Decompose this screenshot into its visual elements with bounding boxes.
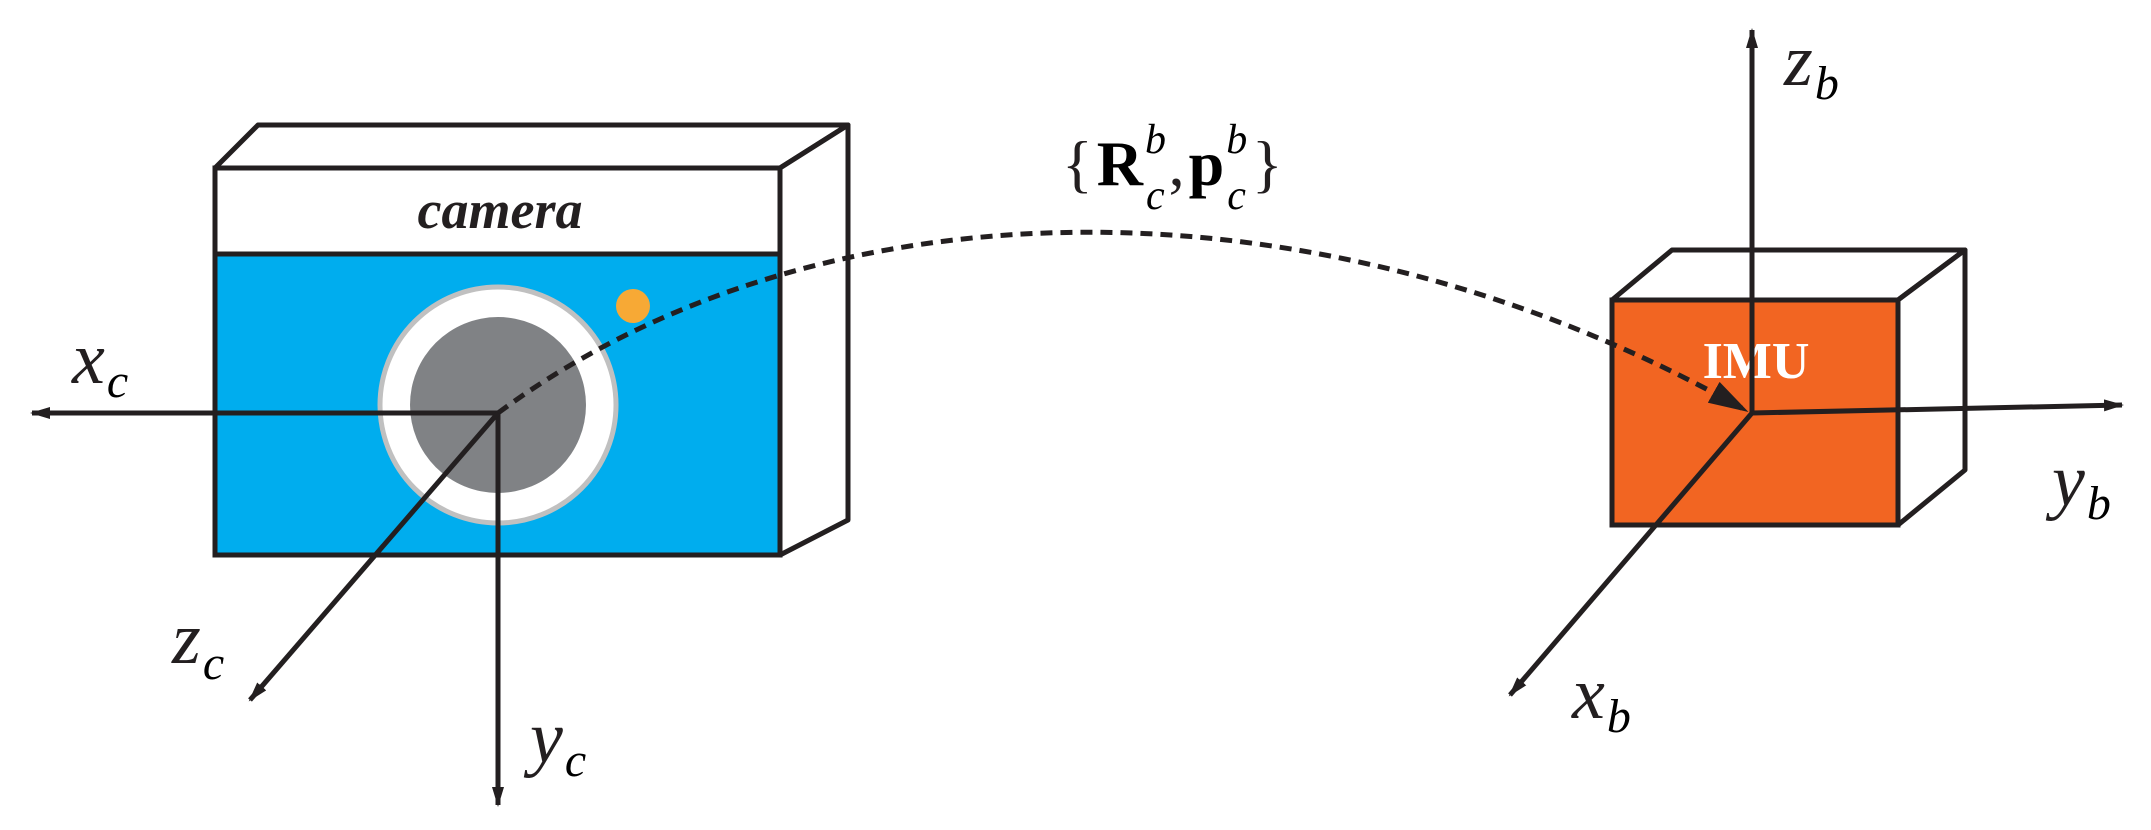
camera-y-label: yc	[523, 697, 586, 787]
imu-z-label: zb	[1783, 20, 1839, 110]
camera-x-label: xc	[71, 318, 128, 408]
camera-z-label: zc	[171, 598, 224, 690]
imu-axes	[1508, 28, 2124, 697]
camera-title: camera	[418, 180, 583, 240]
imu-y-label: yb	[2045, 440, 2111, 530]
camera-label-strip	[212, 165, 783, 257]
imu-box-icon: IMU	[1609, 247, 1968, 528]
camera-axes	[30, 407, 504, 807]
camera-side-face	[777, 122, 851, 558]
imu-x-label: xb	[1571, 653, 1631, 743]
imu-y-axis	[1751, 399, 2124, 416]
camera-icon: camera	[212, 122, 851, 558]
imu-x-axis	[1508, 411, 1754, 697]
camera-top-face	[212, 122, 851, 171]
imu-side-face	[1895, 247, 1968, 528]
flash-dot-icon	[616, 289, 650, 323]
lens-icon	[377, 284, 619, 526]
transform-curve	[496, 229, 1749, 416]
camera-z-axis	[248, 411, 500, 702]
imu-title: IMU	[1703, 333, 1810, 390]
